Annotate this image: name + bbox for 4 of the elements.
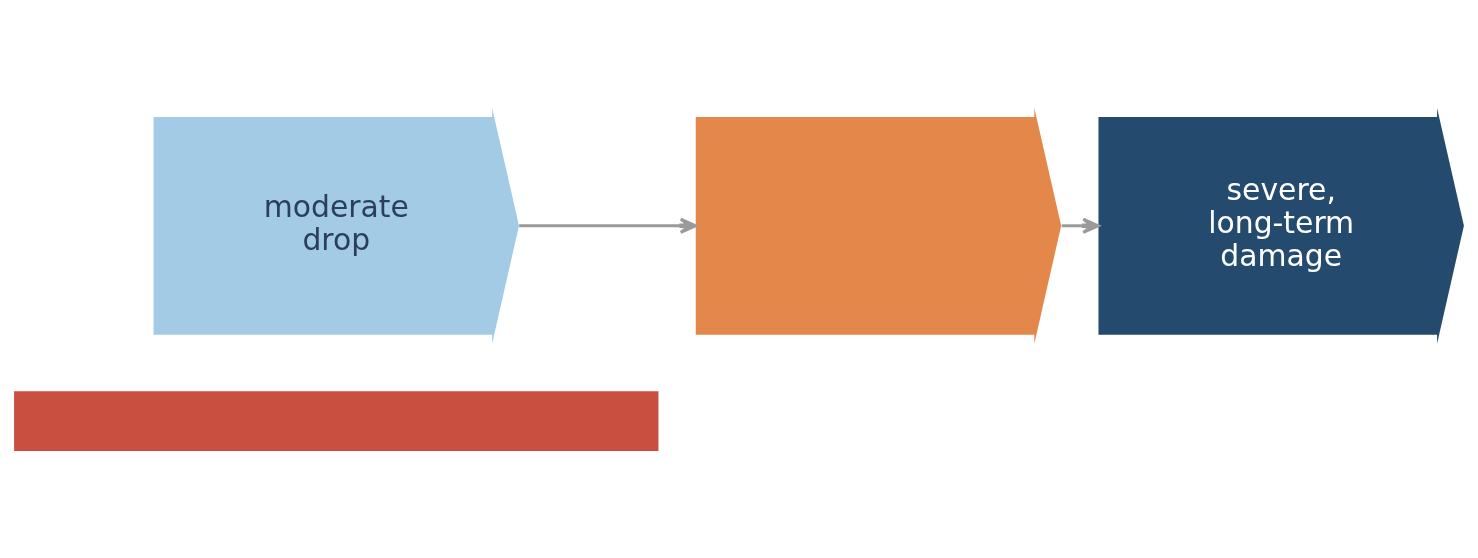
arrow	[1061, 217, 1100, 234]
node-bar	[14, 390, 659, 451]
arrow	[519, 217, 698, 234]
node-arrow	[695, 107, 1062, 344]
